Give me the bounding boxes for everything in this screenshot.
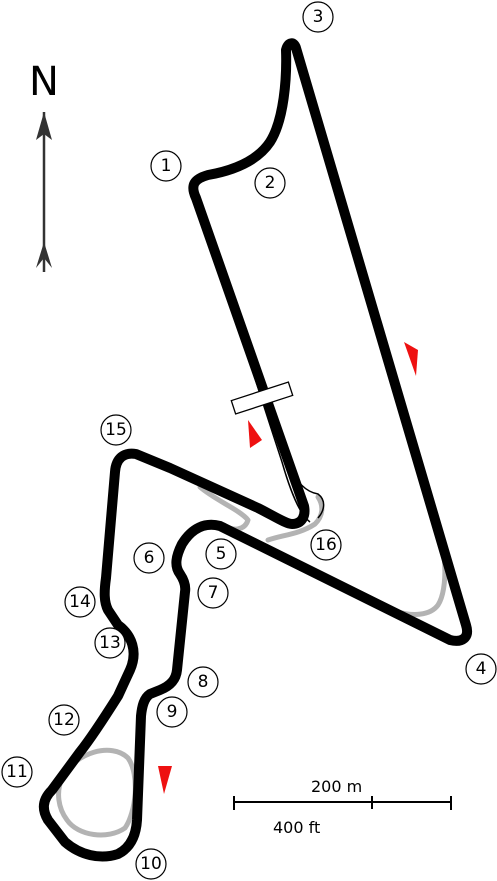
svg-text:16: 16	[315, 535, 337, 555]
north-arrow-icon: N	[29, 59, 59, 272]
direction-markers	[158, 342, 418, 794]
svg-text:15: 15	[105, 420, 127, 440]
svg-text:9: 9	[167, 702, 178, 722]
turn-12-label: 12	[48, 704, 80, 736]
scale-metric-label: 200 m	[311, 777, 362, 796]
track-outline	[38, 38, 472, 862]
turn-9-label: 9	[156, 696, 188, 728]
turn-10-label: 10	[135, 848, 167, 880]
svg-text:5: 5	[216, 544, 227, 564]
svg-text:4: 4	[476, 659, 487, 679]
turn-7-label: 7	[197, 577, 229, 609]
scale-bar: 200 m 400 ft	[233, 777, 452, 837]
svg-text:11: 11	[6, 762, 28, 782]
svg-text:13: 13	[99, 633, 121, 653]
turn-13-label: 13	[94, 627, 126, 659]
turn-6-label: 6	[133, 542, 165, 574]
svg-text:7: 7	[208, 583, 219, 603]
start-finish-line	[230, 381, 294, 415]
direction-arrow-icon	[248, 420, 262, 448]
svg-text:6: 6	[144, 548, 155, 568]
direction-arrow-icon	[158, 766, 172, 794]
turn-16-label: 16	[310, 529, 342, 561]
turn-2-label: 2	[254, 167, 286, 199]
svg-text:10: 10	[140, 854, 162, 874]
turn-3-label: 3	[302, 1, 334, 33]
svg-text:3: 3	[313, 7, 324, 27]
svg-text:12: 12	[53, 710, 75, 730]
turn-14-label: 14	[64, 586, 96, 618]
turn-1-label: 1	[150, 150, 182, 182]
direction-arrow-icon	[404, 342, 418, 376]
turn-5-label: 5	[205, 538, 237, 570]
svg-text:14: 14	[69, 592, 91, 612]
turn-15-label: 15	[100, 414, 132, 446]
alternative-loop-turn-10	[56, 747, 138, 838]
svg-text:2: 2	[265, 173, 276, 193]
north-label: N	[29, 59, 59, 105]
svg-text:1: 1	[161, 156, 172, 176]
alternative-loop-turn-16	[265, 494, 325, 543]
turn-11-label: 11	[1, 756, 33, 788]
turn-4-label: 4	[465, 653, 497, 685]
scale-imperial-label: 400 ft	[273, 818, 320, 837]
turn-8-label: 8	[187, 666, 219, 698]
svg-text:8: 8	[198, 672, 209, 692]
